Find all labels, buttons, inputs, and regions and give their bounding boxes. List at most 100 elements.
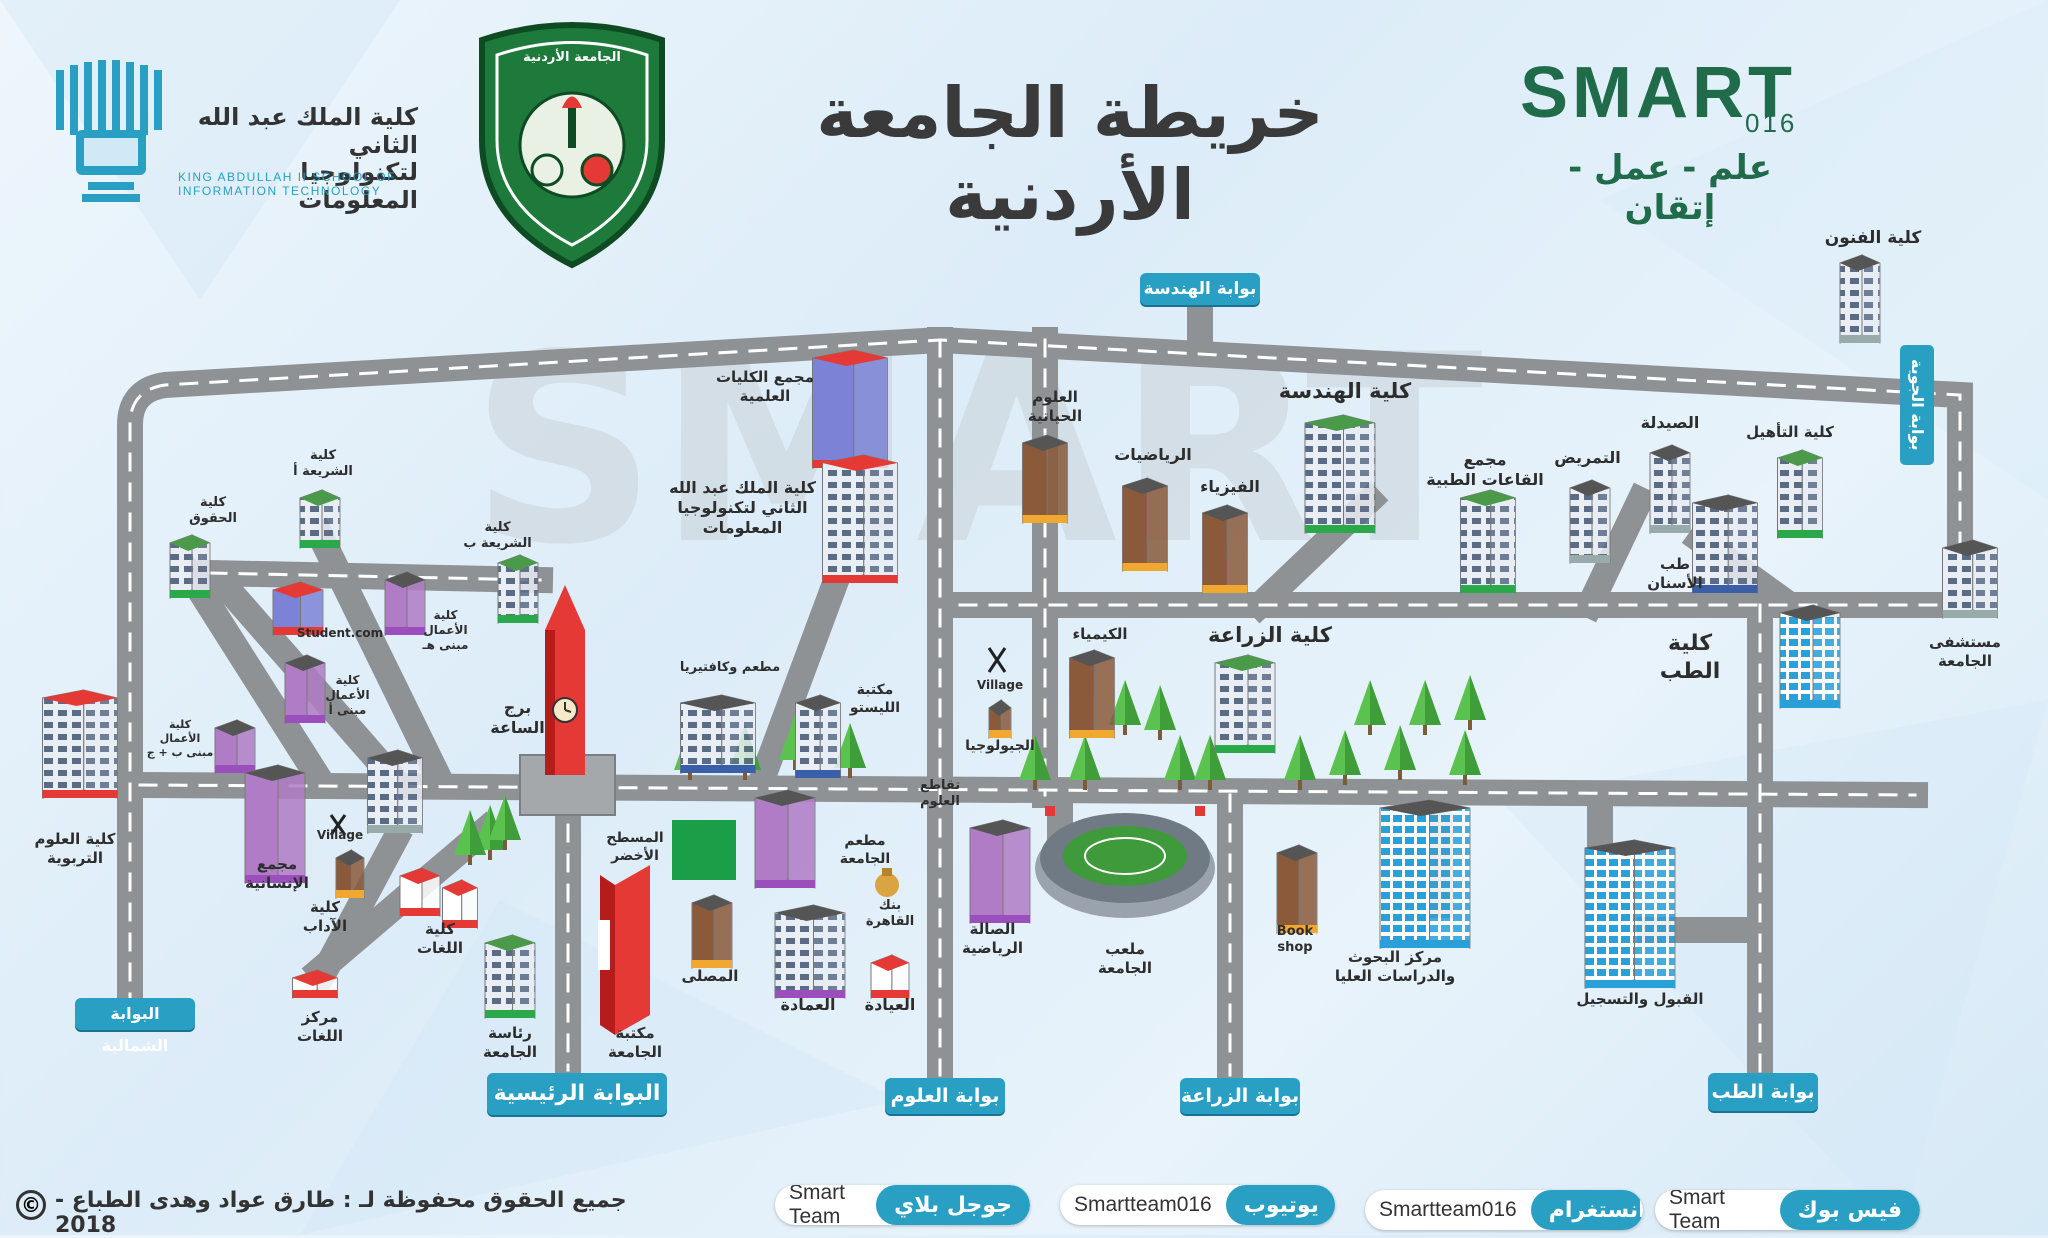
social-instagram[interactable]: Smartteam016 انستغرام [1365, 1190, 1643, 1230]
building [169, 534, 211, 599]
label-geology: الجيولوجيا [965, 738, 1035, 754]
building [1069, 649, 1115, 739]
library-building [598, 865, 650, 1035]
social-account: Smart Team [789, 1185, 846, 1225]
building [1122, 477, 1168, 572]
label-biology: العلوم الحياتية [1027, 388, 1083, 425]
social-account: Smartteam016 [1379, 1198, 1517, 1221]
building [497, 554, 539, 624]
building [1942, 539, 1998, 619]
building [367, 749, 423, 834]
building [754, 789, 816, 889]
social-platform: يوتيوب [1225, 1185, 1335, 1225]
tree [1069, 735, 1101, 790]
label-admission: القبول والتسجيل [1576, 990, 1704, 1008]
label-village-humanities: Village [316, 828, 364, 842]
building [335, 849, 365, 899]
tree [1409, 680, 1441, 735]
label-clinic: العيادة [864, 995, 916, 1014]
tree [1019, 735, 1051, 790]
stadium [1035, 806, 1215, 918]
gate-north[interactable]: البوابة الشمالية [75, 998, 195, 1055]
social-account: Smartteam016 [1074, 1193, 1212, 1216]
tree [489, 795, 521, 850]
building [774, 904, 846, 999]
buildings [42, 254, 1998, 1019]
building [1460, 489, 1516, 594]
social-facebook[interactable]: Smart Team فيس بوك [1655, 1190, 1920, 1230]
label-arts-letters: كلية الآداب [302, 898, 348, 935]
label-stadium: ملعب الجامعة [1097, 940, 1153, 977]
smart-year: 016 [1745, 108, 1798, 138]
building [1692, 494, 1758, 594]
building [680, 694, 756, 774]
tree [1329, 730, 1361, 785]
map-title: خريطة الجامعة الأردنية [816, 72, 1324, 236]
label-clock-tower: برج الساعة [490, 698, 545, 737]
label-pharmacy: الصيدلة [1640, 413, 1700, 432]
social-google-play[interactable]: Smart Team جوجل بلاي [775, 1185, 1030, 1225]
label-kasit: كلية الملك عبد الله الثاني لتكنولوجيا ال… [669, 478, 816, 537]
label-language-center: مركز اللغات [296, 1008, 344, 1045]
restaurant-icon [987, 647, 1007, 673]
seal-text: الجامعة الأردنية [523, 50, 621, 65]
label-chemistry: الكيمياء [1072, 625, 1128, 643]
label-sharia-a: كلية الشريعة أ [293, 448, 353, 480]
building [284, 654, 326, 724]
tree [1164, 735, 1196, 790]
label-cairo-bank: بنك القاهرة [865, 898, 915, 930]
building [272, 581, 324, 636]
kasit-logo [46, 60, 176, 210]
social-youtube[interactable]: Smartteam016 يوتيوب [1060, 1185, 1335, 1225]
school-name-ar: كلية الملك عبد الله الثاني لتكنولوجيا ال… [197, 103, 418, 214]
tree [1284, 735, 1316, 790]
building [822, 454, 898, 584]
building [1379, 799, 1471, 949]
social-platform: انستغرام [1530, 1190, 1643, 1230]
gate-engineering[interactable]: بوابة الهندسة [1140, 273, 1260, 305]
tree [1449, 730, 1481, 785]
green-area [672, 820, 736, 880]
label-deanship: العمادة [780, 995, 836, 1014]
building [969, 819, 1031, 924]
building [1584, 839, 1676, 989]
label-rehab: كلية التأهيل [1746, 423, 1834, 441]
label-education-faculty: كلية العلوم التربوية [34, 830, 116, 867]
label-university-library: مكتبة الجامعة [607, 1024, 663, 1061]
building [484, 934, 536, 1019]
copyright-text: جميع الحقوق محفوظة لـ : طارق عواد وهدى ا… [55, 1188, 627, 1238]
building [384, 571, 426, 636]
label-agriculture-faculty: كلية الزراعة [1208, 623, 1332, 647]
label-humanities-complex: مجمع الإنسانية [245, 855, 309, 892]
label-languages: كلية اللغات [416, 920, 464, 957]
label-listo-library: مكتبة الليستو [849, 682, 901, 716]
building [399, 867, 441, 917]
label-business-bj: كلية الأعمال مبنى ب + ج [146, 718, 214, 759]
building [1304, 414, 1376, 534]
label-restaurant-cafeteria: مطعم وكافتيريا [679, 660, 781, 675]
label-presidency: رئاسة الجامعة [482, 1024, 538, 1061]
building [1649, 444, 1691, 534]
gate-main[interactable]: البوابة الرئيسية [487, 1073, 667, 1115]
gate-aviation[interactable]: بوابة الجوية [1900, 345, 1934, 465]
smart-motto: علم - عمل - إتقان [1568, 148, 1772, 228]
label-business-a: كلية الأعمال مبنى أ [325, 673, 370, 717]
smart-logo: SMART [1520, 53, 1796, 133]
building [1839, 254, 1881, 344]
label-sports-hall: الصالة الرياضية [961, 920, 1024, 957]
gate-agriculture[interactable]: بوابة الزراعة [1180, 1078, 1300, 1114]
tree [1384, 725, 1416, 780]
building [1214, 654, 1276, 754]
label-arts-faculty: كلية الفنون [1824, 228, 1922, 248]
building [292, 969, 338, 999]
restaurant-icon [329, 814, 347, 836]
label-village-geology: Village [976, 678, 1024, 692]
gate-sciences[interactable]: بوابة العلوم [885, 1078, 1005, 1114]
label-science-complex: مجمع الكليات العلمية [715, 368, 815, 405]
university-seal: الجامعة الأردنية [472, 20, 672, 270]
label-research-center: مركز البحوث والدراسات العليا [1334, 948, 1456, 985]
tree [834, 723, 866, 778]
gate-medicine[interactable]: بوابة الطب [1708, 1073, 1818, 1111]
building [1569, 479, 1611, 564]
